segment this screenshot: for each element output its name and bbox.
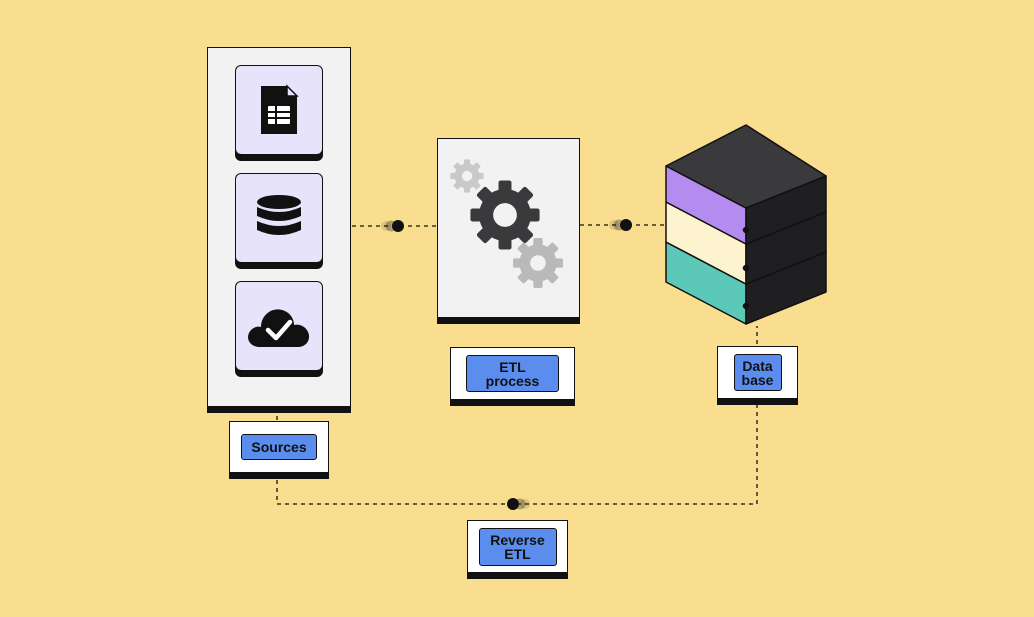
source-tile-spreadsheet[interactable] [235,65,323,155]
source-tile-database[interactable] [235,173,323,263]
cloud-check-icon [248,309,310,347]
sources-label: Sources [241,434,317,460]
database-label-card: Data base [717,346,798,399]
gears-icon [450,159,563,288]
database-icon [257,195,301,235]
flow-dot-3 [507,498,530,510]
etl-process-label-card: ETL process [450,347,575,400]
etl-panel [437,138,580,318]
etl-process-label: ETL process [466,355,559,392]
flow-dot-2 [609,219,632,231]
database-label: Data base [733,354,782,391]
source-tile-cloud[interactable] [235,281,323,371]
sources-label-card: Sources [229,421,329,473]
reverse-etl-label-card: Reverse ETL [467,520,568,573]
server-stack-icon [665,124,827,325]
flow-dot-1 [381,220,404,232]
spreadsheet-file-icon [261,84,299,134]
reverse-etl-label: Reverse ETL [478,527,557,566]
